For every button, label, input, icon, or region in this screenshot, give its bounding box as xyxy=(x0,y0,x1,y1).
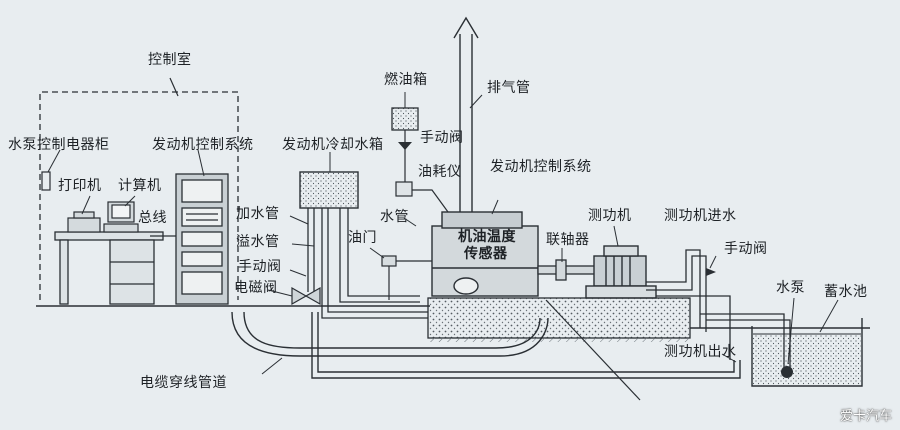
label-bus: 总线 xyxy=(138,210,167,226)
leader-throttle xyxy=(369,247,385,259)
label-dyno-water-out: 测功机出水 xyxy=(664,344,737,360)
reservoir-tank xyxy=(751,318,863,387)
leader-printer xyxy=(81,195,91,215)
leader-dyno-water-in xyxy=(709,255,717,269)
label-fuel-meter: 油耗仪 xyxy=(418,164,462,180)
label-manual-valve-left: 手动阀 xyxy=(238,259,282,275)
dynamometer-device xyxy=(585,245,657,299)
label-computer: 计算机 xyxy=(118,178,162,194)
label-cable-conduit: 电缆穿线管道 xyxy=(140,375,227,391)
exhaust-pipe-device xyxy=(453,16,479,212)
label-engine-ctrl-left: 发动机控制系统 xyxy=(152,137,254,153)
leader-dynamometer xyxy=(613,225,619,247)
cable-conduit xyxy=(231,311,741,379)
label-manual-valve-right: 手动阀 xyxy=(724,241,768,257)
label-pump-cabinet: 水泵控制电器柜 xyxy=(8,137,110,153)
fuel-line xyxy=(395,130,449,213)
leader-water-pump xyxy=(787,297,795,365)
computer-device xyxy=(103,201,139,233)
leader-computer xyxy=(124,195,136,207)
label-fill-pipe: 加水管 xyxy=(236,206,280,222)
label-overflow-pipe: 溢水管 xyxy=(236,234,280,250)
engine-block xyxy=(431,211,539,297)
label-oil-temp-sensor-1: 机油温度 xyxy=(458,229,516,245)
label-exhaust-pipe: 排气管 xyxy=(487,80,531,96)
leader-exhaust xyxy=(469,94,483,109)
cooling-water-tank xyxy=(299,171,359,209)
leader-engine-ctrl-left xyxy=(197,149,205,177)
water-pump-device xyxy=(781,366,793,378)
throttle-device xyxy=(381,255,432,300)
printer-device xyxy=(67,211,101,233)
leader-pump-cabinet xyxy=(47,149,61,173)
label-manual-valve-top: 手动阀 xyxy=(420,130,464,146)
label-engine-ctrl-right: 发动机控制系统 xyxy=(490,159,592,175)
leader-control-room xyxy=(169,77,179,97)
solenoid-valve-device xyxy=(291,286,321,306)
engine-control-cabinet xyxy=(175,173,229,305)
label-water-pipe: 水管 xyxy=(380,209,409,225)
label-dyno-water-in: 测功机进水 xyxy=(664,208,737,224)
leader-water-pipe xyxy=(403,217,417,227)
manual-valve-right-device xyxy=(706,268,716,276)
watermark: 爱卡汽车 xyxy=(839,409,892,424)
leader-cable-conduit xyxy=(261,357,283,375)
desk xyxy=(54,231,164,305)
label-water-pump: 水泵 xyxy=(776,280,805,296)
fuel-tank xyxy=(391,107,419,131)
leader-left-pipes xyxy=(267,215,315,297)
label-cooling-tank: 发动机冷却水箱 xyxy=(282,137,384,153)
label-solenoid-valve: 电磁阀 xyxy=(234,280,278,296)
label-throttle: 油门 xyxy=(348,230,377,246)
manual-valve-top-device xyxy=(398,142,412,150)
label-reservoir: 蓄水池 xyxy=(824,284,868,300)
coupling-shaft xyxy=(537,259,599,281)
pump-cabinet xyxy=(41,171,51,191)
label-control-room: 控制室 xyxy=(148,52,192,68)
leader-dyno-water-out xyxy=(721,353,737,363)
label-dynamometer: 测功机 xyxy=(588,208,632,224)
leader-engine-ctrl-right xyxy=(491,199,499,215)
leader-reservoir xyxy=(819,299,839,333)
ground-line xyxy=(36,305,870,329)
label-coupling: 联轴器 xyxy=(546,232,590,248)
leader-foundation xyxy=(545,299,641,401)
cooling-pipes xyxy=(307,208,428,319)
label-oil-temp-sensor-2: 传感器 xyxy=(464,246,508,262)
control-room-outline xyxy=(39,91,239,300)
label-fuel-tank: 燃油箱 xyxy=(384,72,428,88)
label-printer: 打印机 xyxy=(58,178,102,194)
foundation xyxy=(427,297,691,342)
